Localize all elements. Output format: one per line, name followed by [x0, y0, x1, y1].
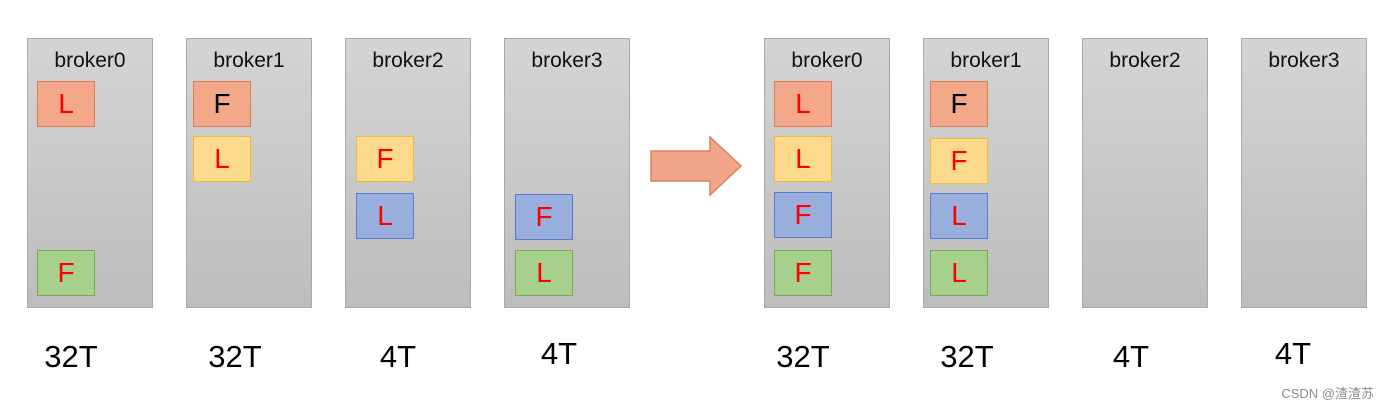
broker-box: broker2	[1082, 38, 1208, 308]
watermark: CSDN @渣渣苏	[1281, 386, 1374, 401]
broker-name: broker2	[1109, 49, 1181, 72]
broker-box: broker0 L F	[27, 38, 153, 308]
broker-name: broker1	[213, 49, 285, 72]
partition-follower: F	[774, 250, 832, 296]
capacity-label: 32T	[44, 339, 98, 374]
capacity-label: 4T	[379, 339, 417, 374]
broker-name: broker3	[1268, 49, 1340, 72]
broker-box: broker0 L L F F	[764, 38, 890, 308]
partition-follower: F	[774, 192, 832, 238]
broker-name: broker3	[531, 49, 603, 72]
partition-follower: F	[930, 138, 988, 184]
broker-name: broker2	[372, 49, 444, 72]
partition-follower: F	[515, 194, 573, 240]
partition-leader: L	[930, 250, 988, 296]
partition-leader: L	[193, 136, 251, 182]
capacity-label: 32T	[776, 339, 830, 374]
partition-leader: L	[356, 193, 414, 239]
partition-leader: L	[774, 81, 832, 127]
capacity-label: 4T	[1112, 339, 1150, 374]
broker-box: broker3 F L	[504, 38, 630, 308]
partition-leader: L	[515, 250, 573, 296]
broker-box: broker3	[1241, 38, 1367, 308]
broker-name: broker0	[791, 49, 863, 72]
broker-box: broker1 F F L L	[923, 38, 1049, 308]
capacity-label: 4T	[1274, 336, 1312, 371]
broker-name: broker1	[950, 49, 1022, 72]
partition-follower: F	[193, 81, 251, 127]
partition-leader: L	[774, 136, 832, 182]
partition-follower: F	[930, 81, 988, 127]
capacity-label: 32T	[940, 339, 994, 374]
right-arrow-icon	[650, 136, 742, 196]
broker-box: broker2 F L	[345, 38, 471, 308]
partition-leader: L	[37, 81, 95, 127]
broker-box: broker1 F L	[186, 38, 312, 308]
capacity-label: 4T	[540, 336, 578, 371]
partition-leader: L	[930, 193, 988, 239]
broker-name: broker0	[54, 49, 126, 72]
partition-follower: F	[37, 250, 95, 296]
partition-follower: F	[356, 136, 414, 182]
capacity-label: 32T	[208, 339, 262, 374]
